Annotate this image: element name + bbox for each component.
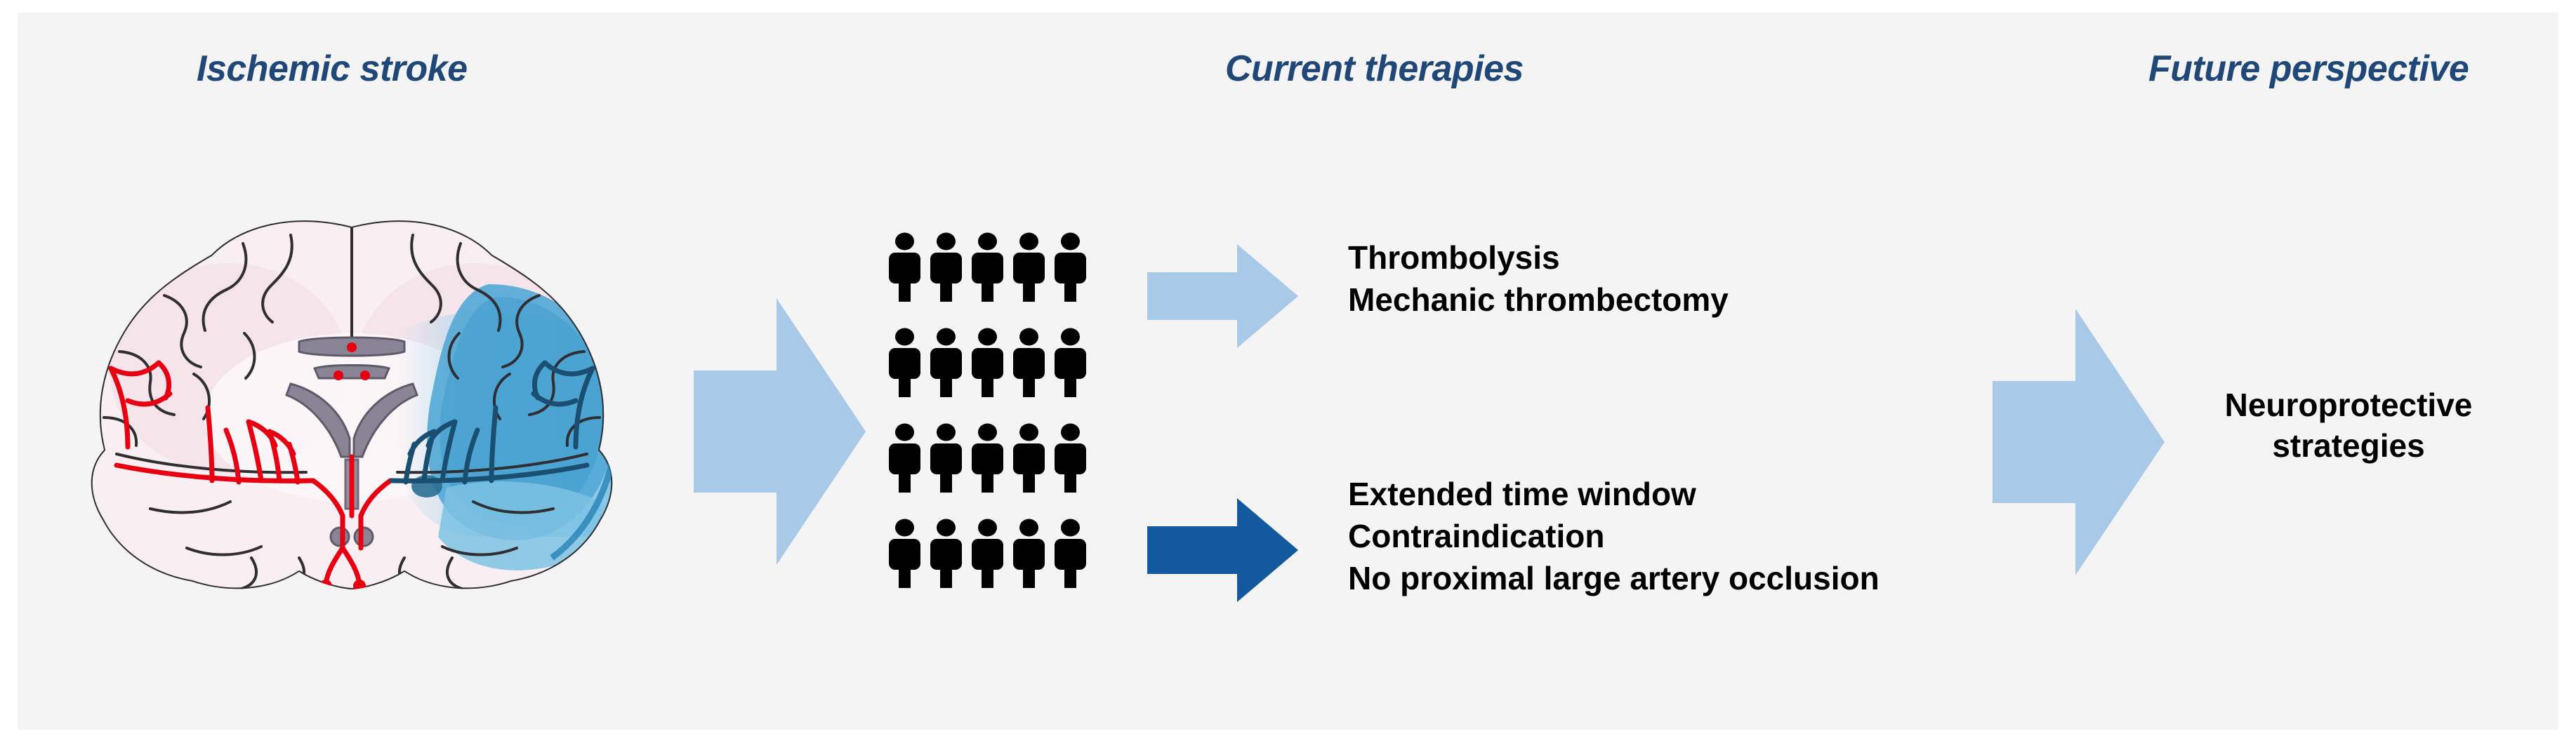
person-icon <box>1052 232 1089 302</box>
to-thrombolysis-arrow <box>1147 244 1298 348</box>
limitations-text-block: Extended time window Contraindication No… <box>1348 473 1880 599</box>
patients-row-1 <box>886 232 1097 302</box>
column-title-current-therapies: Current therapies <box>1225 48 1524 89</box>
limitation-line-1: Extended time window <box>1348 476 1696 512</box>
person-icon <box>1052 327 1089 397</box>
limitation-line-3: No proximal large artery occlusion <box>1348 560 1880 596</box>
person-icon <box>1052 422 1089 493</box>
therapy-line-1: Thrombolysis <box>1348 239 1560 276</box>
to-limitations-arrow <box>1147 498 1298 602</box>
person-icon <box>1052 518 1089 588</box>
limitation-line-2: Contraindication <box>1348 518 1605 554</box>
future-text-block: Neuroprotective strategies <box>2184 385 2514 466</box>
to-future-arrow <box>1993 309 2165 575</box>
thrombolysis-text-block: Thrombolysis Mechanic thrombectomy <box>1348 236 1729 321</box>
patients-row-2 <box>886 327 1097 397</box>
person-icon <box>1010 327 1048 397</box>
patients-people-grid <box>886 232 1097 588</box>
person-icon <box>969 327 1006 397</box>
person-icon <box>886 232 923 302</box>
patients-row-3 <box>886 422 1097 493</box>
person-icon <box>1010 232 1048 302</box>
person-icon <box>886 518 923 588</box>
future-line-2: strategies <box>2272 427 2425 464</box>
person-icon <box>1010 518 1048 588</box>
patients-row-4 <box>886 518 1097 588</box>
person-icon <box>886 327 923 397</box>
column-title-ischemic-stroke: Ischemic stroke <box>197 48 468 89</box>
person-icon <box>1010 422 1048 493</box>
person-icon <box>927 232 965 302</box>
person-icon <box>969 232 1006 302</box>
person-icon <box>927 518 965 588</box>
therapy-line-2: Mechanic thrombectomy <box>1348 281 1729 318</box>
future-line-1: Neuroprotective <box>2224 387 2473 423</box>
person-icon <box>969 518 1006 588</box>
stroke-to-patients-arrow <box>694 298 866 565</box>
column-title-future-perspective: Future perspective <box>2148 48 2469 89</box>
coronal-brain-section-illustration <box>67 207 636 621</box>
person-icon <box>886 422 923 493</box>
person-icon <box>927 422 965 493</box>
person-icon <box>927 327 965 397</box>
person-icon <box>969 422 1006 493</box>
